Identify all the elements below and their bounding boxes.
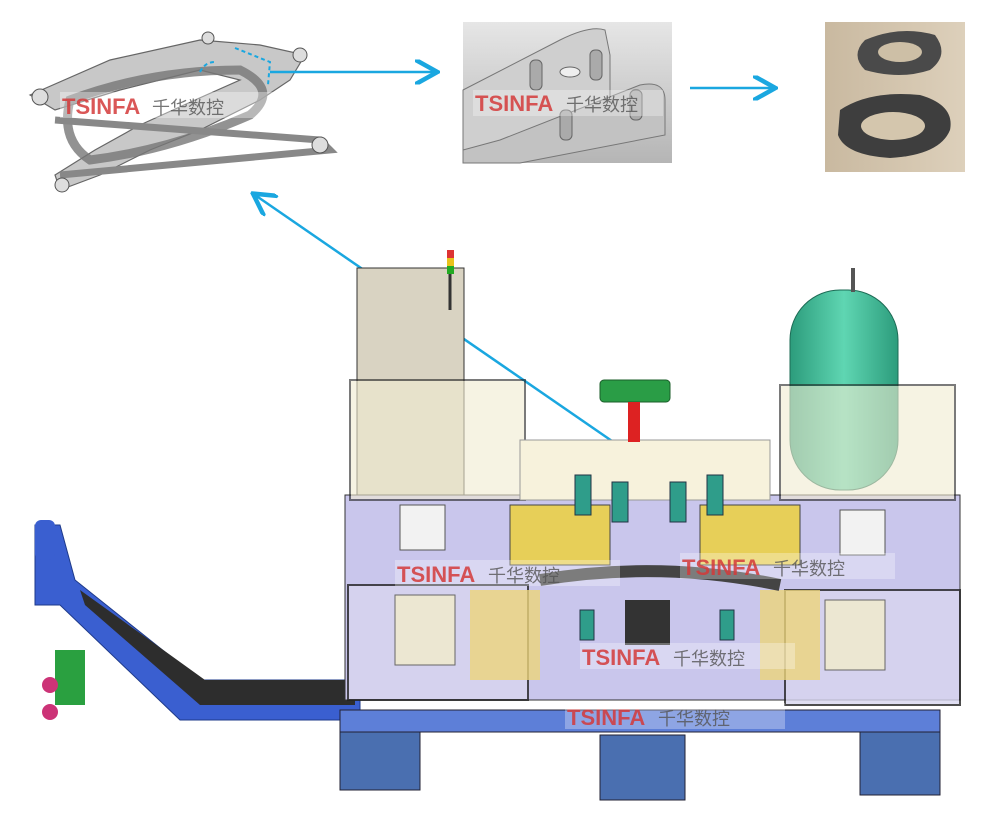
bracket-closeup-image: TSINFA 千华数控: [462, 22, 672, 164]
washer-photo: [825, 22, 965, 172]
watermark-latin: TSINFA: [397, 562, 475, 587]
watermark-latin: TSINFA: [682, 555, 760, 580]
watermark-cjk: 千华数控: [152, 98, 224, 119]
watermark-cjk: 千华数控: [773, 559, 845, 580]
watermark-cjk: 千华数控: [566, 95, 638, 116]
watermark-latin: TSINFA: [567, 705, 645, 730]
subframe-part-image: TSINFA 千华数控: [28, 31, 338, 193]
watermark-cjk: 千华数控: [488, 566, 560, 587]
watermark-latin: TSINFA: [582, 645, 660, 670]
watermark-latin: TSINFA: [62, 94, 140, 119]
watermark-cjk: 千华数控: [658, 709, 730, 730]
watermark-latin: TSINFA: [475, 91, 553, 116]
watermark-cjk: 千华数控: [673, 649, 745, 670]
welding-fixture-machine: TSINFA 千华数控 TSINFA 千华数控 TSINFA 千华数控 TSIN…: [34, 250, 961, 801]
